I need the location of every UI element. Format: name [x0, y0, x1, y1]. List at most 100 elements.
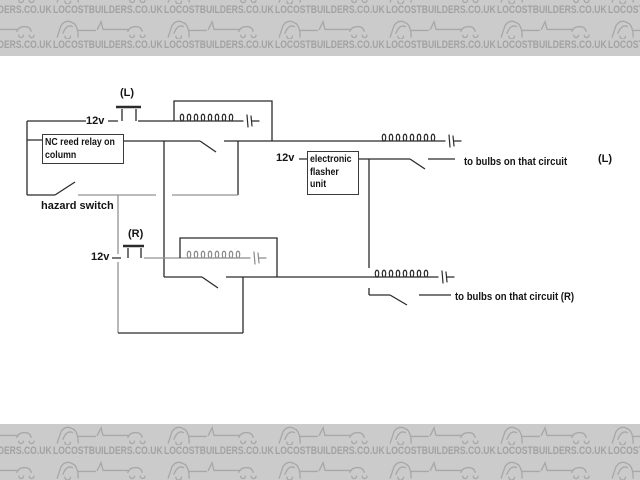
watermark-text: LOCOSTBUILDERS.CO.UK	[53, 445, 163, 457]
watermark-banner-top: LOCOSTBUILDERS.CO.UK LOCOSTBUILDERS.CO.U…	[0, 0, 640, 56]
watermark-tile: LOCOSTBUILDERS.CO.UK	[53, 18, 164, 53]
kitcar-icon	[500, 426, 590, 445]
kitcar-icon	[389, 20, 479, 39]
watermark-tile: LOCOSTBUILDERS.CO.UK	[0, 18, 53, 53]
left-circuit-coil	[381, 133, 462, 148]
right-relay-contact	[164, 276, 378, 289]
left-stalk-label: (L)	[120, 87, 135, 99]
kitcar-icon	[167, 20, 257, 39]
watermark-row: LOCOSTBUILDERS.CO.UK LOCOSTBUILDERS.CO.U…	[0, 0, 640, 18]
watermark-tile: LOCOSTBUILDERS.CO.UK	[0, 0, 53, 18]
watermark-text: LOCOSTBUILDERS.CO.UK	[386, 39, 496, 51]
kitcar-icon	[389, 461, 479, 480]
kitcar-icon	[0, 426, 35, 445]
kitcar-icon	[278, 461, 368, 480]
supply-bus-wire	[26, 121, 42, 195]
watermark-text: LOCOSTBUILDERS.CO.UK	[164, 39, 274, 51]
kitcar-icon	[167, 426, 257, 445]
watermark-text: LOCOSTBUILDERS.CO.UK	[53, 39, 163, 51]
watermark-text: LOCOSTBUILDERS.CO.UK	[0, 445, 52, 457]
kitcar-icon	[56, 426, 146, 445]
right-stalk-switch-symbol	[112, 244, 144, 259]
watermark-text: LOCOSTBUILDERS.CO.UK	[608, 4, 640, 16]
kitcar-icon	[56, 20, 146, 39]
watermark-tile: LOCOSTBUILDERS.CO.UK	[608, 424, 640, 459]
watermark-tile: LOCOSTBUILDERS.CO.UK	[0, 459, 53, 480]
kitcar-icon	[500, 20, 590, 39]
flasher-line3: unit	[310, 179, 327, 190]
kitcar-icon	[56, 461, 146, 480]
watermark-tile: LOCOSTBUILDERS.CO.UK	[275, 0, 386, 18]
watermark-text: LOCOSTBUILDERS.CO.UK	[164, 4, 274, 16]
hazard-switch-label: hazard switch	[41, 200, 114, 212]
right-circuit-coil	[374, 269, 455, 284]
to-bulbs-left-label: to bulbs on that circuit	[464, 156, 568, 168]
watermark-text: LOCOSTBUILDERS.CO.UK	[608, 39, 640, 51]
flasher-line1: electronic	[310, 154, 352, 165]
hazard-switch-symbol	[27, 181, 76, 196]
kitcar-icon	[278, 20, 368, 39]
watermark-text: LOCOSTBUILDERS.CO.UK	[386, 4, 496, 16]
watermark-text: LOCOSTBUILDERS.CO.UK	[164, 445, 274, 457]
watermark-text: LOCOSTBUILDERS.CO.UK	[386, 445, 496, 457]
watermark-tile: LOCOSTBUILDERS.CO.UK	[608, 0, 640, 18]
watermark-tile: LOCOSTBUILDERS.CO.UK	[497, 0, 608, 18]
watermark-tile: LOCOSTBUILDERS.CO.UK	[608, 18, 640, 53]
watermark-text: LOCOSTBUILDERS.CO.UK	[0, 4, 52, 16]
watermark-text: LOCOSTBUILDERS.CO.UK	[275, 39, 385, 51]
circuit-wires	[26, 100, 462, 334]
watermark-text: LOCOSTBUILDERS.CO.UK	[497, 445, 607, 457]
watermark-text: LOCOSTBUILDERS.CO.UK	[53, 4, 163, 16]
watermark-tile: LOCOSTBUILDERS.CO.UK	[386, 18, 497, 53]
watermark-tile: LOCOSTBUILDERS.CO.UK	[53, 424, 164, 459]
watermark-tile: LOCOSTBUILDERS.CO.UK	[0, 424, 53, 459]
watermark-row: LOCOSTBUILDERS.CO.UK LOCOSTBUILDERS.CO.U…	[0, 459, 640, 480]
flasher-output-left	[299, 158, 455, 170]
kitcar-icon	[611, 426, 640, 445]
to-bulbs-left-tag: (L)	[598, 153, 613, 165]
flasher-output-right	[369, 294, 451, 306]
watermark-tile: LOCOSTBUILDERS.CO.UK	[275, 424, 386, 459]
left-relay-box	[173, 100, 273, 141]
left-relay-contact	[122, 140, 385, 153]
circuit-diagram: (L) 12v NC reed relay on column hazard s…	[0, 56, 640, 424]
supply-12v-flasher: 12v	[276, 152, 295, 164]
kitcar-icon	[611, 461, 640, 480]
left-stalk-switch-symbol	[27, 105, 183, 122]
watermark-tile: LOCOSTBUILDERS.CO.UK	[497, 424, 608, 459]
kitcar-icon	[278, 426, 368, 445]
watermark-text: LOCOSTBUILDERS.CO.UK	[275, 445, 385, 457]
watermark-tile: LOCOSTBUILDERS.CO.UK	[275, 18, 386, 53]
watermark-text: LOCOSTBUILDERS.CO.UK	[497, 39, 607, 51]
watermark-text: LOCOSTBUILDERS.CO.UK	[275, 4, 385, 16]
reed-relay-line1: NC reed relay on	[45, 137, 115, 148]
reed-relay-box: NC reed relay on column	[42, 134, 124, 164]
watermark-row: LOCOSTBUILDERS.CO.UK LOCOSTBUILDERS.CO.U…	[0, 18, 640, 53]
right-relay-box	[179, 237, 278, 277]
kitcar-icon	[500, 461, 590, 480]
watermark-row: LOCOSTBUILDERS.CO.UK LOCOSTBUILDERS.CO.U…	[0, 424, 640, 459]
kitcar-icon	[389, 426, 479, 445]
watermark-banner-bottom: LOCOSTBUILDERS.CO.UK LOCOSTBUILDERS.CO.U…	[0, 424, 640, 480]
right-stalk-label: (R)	[128, 228, 144, 240]
reed-relay-line2: column	[45, 149, 77, 161]
watermark-tile: LOCOSTBUILDERS.CO.UK	[386, 0, 497, 18]
watermark-tile: LOCOSTBUILDERS.CO.UK	[386, 459, 497, 480]
watermark-tile: LOCOSTBUILDERS.CO.UK	[164, 459, 275, 480]
kitcar-icon	[0, 461, 35, 480]
watermark-tile: LOCOSTBUILDERS.CO.UK	[53, 0, 164, 18]
watermark-tile: LOCOSTBUILDERS.CO.UK	[164, 424, 275, 459]
left-relay-coil	[179, 113, 260, 128]
watermark-tile: LOCOSTBUILDERS.CO.UK	[53, 459, 164, 480]
bottom-loop-wire	[118, 277, 244, 334]
watermark-tile: LOCOSTBUILDERS.CO.UK	[497, 459, 608, 480]
kitcar-icon	[611, 20, 640, 39]
watermark-tile: LOCOSTBUILDERS.CO.UK	[164, 0, 275, 18]
right-relay-coil	[186, 250, 267, 265]
kitcar-icon	[0, 20, 35, 39]
watermark-tile: LOCOSTBUILDERS.CO.UK	[164, 18, 275, 53]
to-bulbs-right-label: to bulbs on that circuit (R)	[455, 291, 575, 303]
watermark-tile: LOCOSTBUILDERS.CO.UK	[497, 18, 608, 53]
watermark-text: LOCOSTBUILDERS.CO.UK	[497, 4, 607, 16]
supply-12v-right: 12v	[91, 251, 110, 263]
